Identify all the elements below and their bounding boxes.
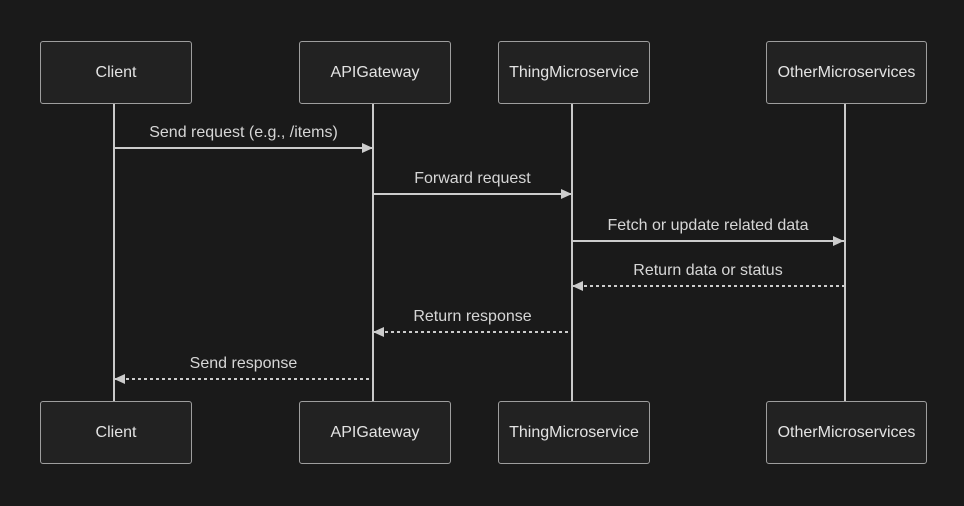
arrowhead-right-icon	[362, 143, 373, 153]
actor-box-client-bottom: Client	[40, 401, 192, 464]
arrowhead-right-icon	[561, 189, 572, 199]
lifeline-thingmicroservice	[571, 104, 573, 401]
message-return-data-or-status: Return data or status	[572, 259, 844, 291]
message-line	[114, 378, 373, 380]
message-label: Return data or status	[633, 262, 783, 279]
message-return-response: Return response	[373, 305, 572, 337]
message-line	[373, 331, 572, 333]
actor-label-client: Client	[95, 63, 137, 81]
message-label: Forward request	[414, 170, 531, 187]
arrowhead-left-icon	[572, 281, 583, 291]
message-label: Return response	[413, 308, 532, 325]
arrowhead-left-icon	[373, 327, 384, 337]
lifeline-othermicroservices	[844, 104, 846, 401]
actor-label-client: Client	[95, 423, 137, 441]
lifeline-client	[113, 104, 115, 401]
message-label: Fetch or update related data	[607, 217, 809, 234]
message-label: Send response	[189, 355, 298, 372]
message-line	[373, 193, 572, 195]
actor-box-apigateway-top: APIGateway	[299, 41, 451, 104]
actor-box-othermicroservices-top: OtherMicroservices	[766, 41, 927, 104]
message-line	[572, 240, 844, 242]
actor-label-thingmicroservice: ThingMicroservice	[509, 423, 639, 441]
actor-box-client-top: Client	[40, 41, 192, 104]
message-send-response: Send response	[114, 352, 373, 384]
actor-label-othermicroservices: OtherMicroservices	[777, 423, 916, 441]
actor-label-apigateway: APIGateway	[330, 63, 420, 81]
actor-box-apigateway-bottom: APIGateway	[299, 401, 451, 464]
message-line	[114, 147, 373, 149]
actor-label-othermicroservices: OtherMicroservices	[777, 63, 916, 81]
message-fetch-or-update: Fetch or update related data	[572, 214, 844, 246]
lifeline-apigateway	[372, 104, 374, 401]
actor-label-apigateway: APIGateway	[330, 423, 420, 441]
arrowhead-left-icon	[114, 374, 125, 384]
message-line	[572, 285, 844, 287]
message-send-request: Send request (e.g., /items)	[114, 121, 373, 153]
actor-box-othermicroservices-bottom: OtherMicroservices	[766, 401, 927, 464]
actor-box-thingmicroservice-top: ThingMicroservice	[498, 41, 650, 104]
arrowhead-right-icon	[833, 236, 844, 246]
message-forward-request: Forward request	[373, 167, 572, 199]
message-label: Send request (e.g., /items)	[149, 124, 338, 141]
actor-label-thingmicroservice: ThingMicroservice	[509, 63, 639, 81]
actor-box-thingmicroservice-bottom: ThingMicroservice	[498, 401, 650, 464]
